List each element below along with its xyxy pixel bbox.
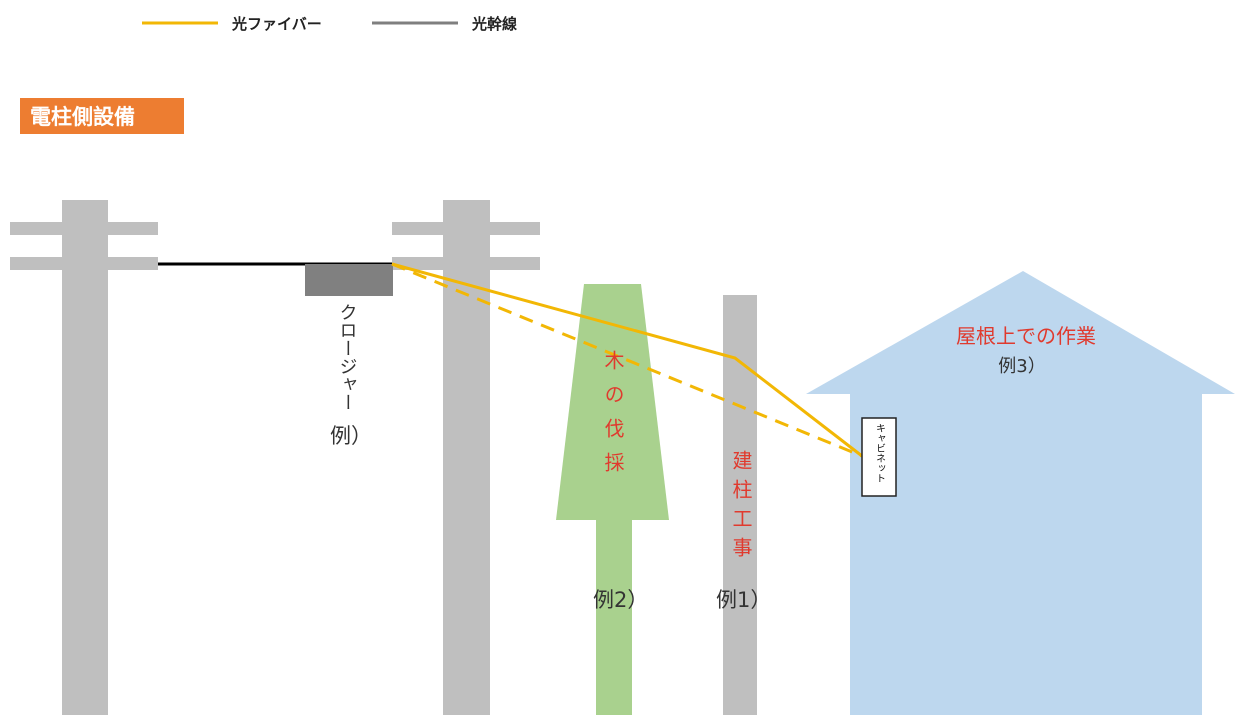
utility-pole-2 <box>392 200 540 715</box>
pole-2-crossarm-upper <box>392 222 540 235</box>
new-pole <box>723 295 757 715</box>
pole-2-crossarm-lower <box>392 257 540 270</box>
legend-trunk-label: 光幹線 <box>471 15 517 33</box>
utility-pole-1 <box>10 200 158 715</box>
legend-fiber-label: 光ファイバー <box>231 15 322 33</box>
cabinet-box <box>861 417 897 497</box>
house <box>806 271 1235 715</box>
fiber-route-dashed <box>391 262 863 458</box>
house-roof <box>806 271 1235 394</box>
tree-work-label: 木の伐採 <box>601 350 625 486</box>
legend: 光ファイバー 光幹線 <box>142 15 517 33</box>
pole-2-shaft <box>443 200 490 715</box>
roof-work-label: 屋根上での作業 <box>956 324 1096 348</box>
closure-example-label: 例） <box>330 424 372 448</box>
section-title-text: 電柱側設備 <box>30 105 135 129</box>
tree <box>556 284 669 715</box>
section-title-background <box>20 98 184 134</box>
tree-example-label: 例2） <box>593 588 648 612</box>
house-body <box>850 394 1202 715</box>
pole-1-shaft <box>62 200 108 715</box>
fiber-route-solid <box>391 262 863 458</box>
cabinet: キャビネット <box>861 417 897 497</box>
pole-example-label: 例1） <box>716 588 771 612</box>
pole-1-crossarm-lower <box>10 257 158 270</box>
closure-box <box>305 264 393 296</box>
pole-1-crossarm-upper <box>10 222 158 235</box>
tree-trunk <box>596 520 632 715</box>
cabinet-label: キャビネット <box>874 423 886 483</box>
closure-label: クロージャー <box>337 303 358 411</box>
section-title: 電柱側設備 <box>20 98 184 134</box>
pole-work-label: 建柱工事 <box>729 450 753 566</box>
roof-example-label: 例3） <box>998 356 1045 377</box>
